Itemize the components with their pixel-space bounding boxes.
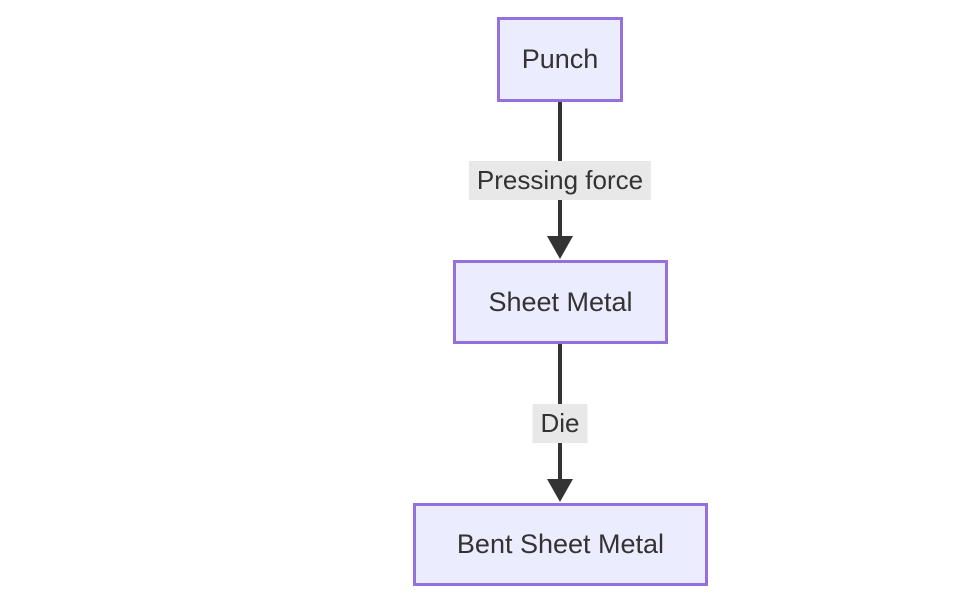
node-sheet-metal-label: Sheet Metal xyxy=(488,286,633,317)
edge-label-pressing-force: Pressing force xyxy=(468,161,652,200)
node-punch-label: Punch xyxy=(521,44,599,74)
arrowhead-down-icon xyxy=(547,236,573,259)
node-bent-sheet-metal: Bent Sheet Metal xyxy=(413,503,708,586)
edge-label-die: Die xyxy=(532,404,588,443)
node-bent-sheet-metal-label: Bent Sheet Metal xyxy=(456,529,665,559)
node-punch: Punch xyxy=(497,17,623,102)
arrowhead-down-icon xyxy=(547,479,573,502)
node-sheet-metal: Sheet Metal xyxy=(453,260,668,344)
